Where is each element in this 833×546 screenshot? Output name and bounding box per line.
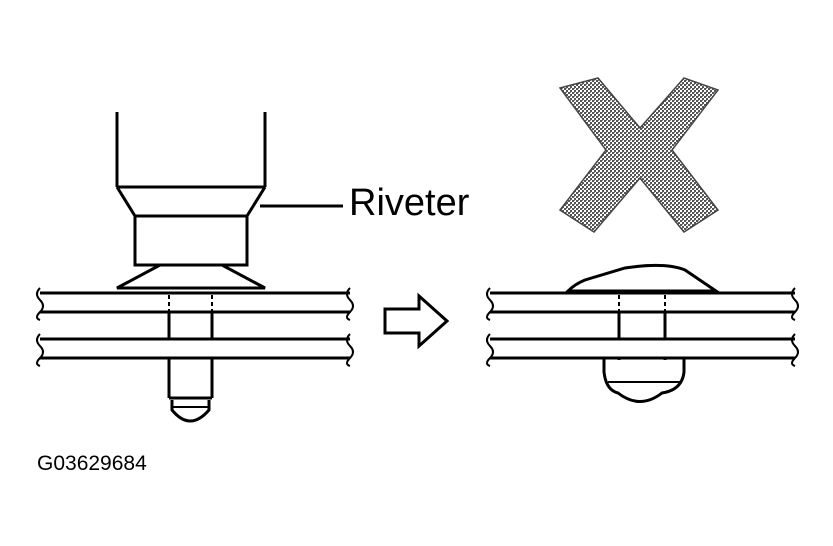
figure-code: G03629684 bbox=[37, 452, 147, 475]
left-rivet bbox=[167, 295, 214, 423]
arrow-right-icon bbox=[383, 292, 450, 350]
left-upper-sheet bbox=[36, 287, 354, 321]
right-upper-sheet bbox=[486, 287, 799, 321]
right-rivet bbox=[602, 295, 686, 403]
cross-icon bbox=[558, 77, 720, 233]
right-lower-sheet bbox=[486, 333, 799, 367]
left-assembly bbox=[36, 112, 354, 423]
right-assembly bbox=[486, 263, 799, 403]
left-lower-sheet bbox=[36, 333, 354, 367]
riveter-label: Riveter bbox=[349, 182, 470, 224]
right-rivet-head bbox=[564, 263, 721, 293]
riveter-tool bbox=[115, 112, 267, 290]
